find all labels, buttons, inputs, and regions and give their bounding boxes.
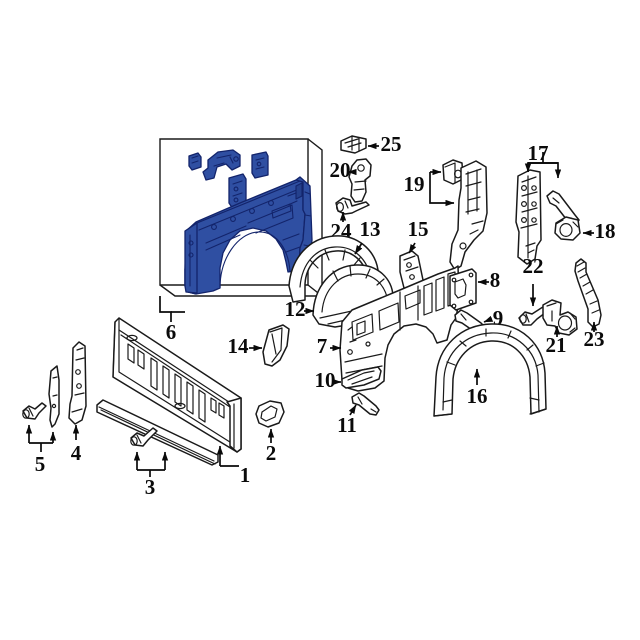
part-group-3-bed-rail-molding-clip[interactable]: 3 — [96, 399, 219, 499]
callout-label-23: 23 — [584, 327, 605, 351]
part-group-5-bed-stake-pocket-bracket[interactable]: 5 — [22, 365, 60, 476]
callout-label-6: 6 — [166, 320, 177, 344]
callout-label-4: 4 — [71, 441, 82, 465]
part-group-14-bed-corner-cap[interactable]: 14 — [228, 324, 290, 367]
callout-label-15: 15 — [408, 217, 429, 241]
part-group-6-bed-side-inner-panel-assembly[interactable]: 6 — [159, 138, 323, 344]
callout-label-13: 13 — [360, 217, 381, 241]
bracket-clip-d — [228, 173, 247, 210]
part-group-25-latch-clip[interactable]: 25 — [340, 132, 402, 156]
callout-label-12: 12 — [285, 297, 306, 321]
callout-6-leader — [159, 296, 172, 322]
part-group-10-bed-side-bracket[interactable]: 10 — [315, 366, 382, 392]
callout-13-leader — [354, 242, 363, 255]
group-6-frame-bottom — [159, 284, 322, 297]
callout-label-25: 25 — [381, 132, 402, 156]
callout-label-20: 20 — [330, 158, 351, 182]
bracket-clip-a — [188, 152, 202, 171]
part-group-19-latch-striker-assembly[interactable]: 19 — [404, 159, 488, 271]
callout-label-10: 10 — [315, 368, 336, 392]
callout-label-5: 5 — [35, 452, 46, 476]
bracket-clip-b — [202, 149, 241, 181]
part-group-16-wheelhouse-arch-extension[interactable]: 16 — [433, 323, 547, 417]
bracket-clip-c — [251, 151, 269, 179]
part-group-11-panel-screw[interactable]: 11 — [337, 392, 380, 437]
part-group-18-hinge-bushing[interactable]: 18 — [554, 216, 616, 243]
callout-label-3: 3 — [145, 475, 156, 499]
part-group-21-support-pivot-bracket[interactable]: 21 — [542, 299, 578, 357]
part-group-23-tailgate-support-cable[interactable]: 23 — [574, 258, 605, 351]
callout-label-14: 14 — [228, 334, 250, 358]
part-group-17-tailgate-hinge-support[interactable]: 17 — [515, 141, 580, 265]
callout-label-17: 17 — [528, 141, 549, 165]
part-group-8-mounting-plate[interactable]: 8 — [449, 268, 501, 311]
callout-15-leader — [408, 242, 417, 254]
callout-label-18: 18 — [595, 219, 616, 243]
callout-label-2: 2 — [266, 441, 277, 465]
part-group-4-bed-front-brace[interactable]: 4 — [68, 341, 87, 465]
callout-label-1: 1 — [240, 463, 251, 487]
callout-label-7: 7 — [317, 334, 328, 358]
part-group-1-bed-side-outer-panel[interactable]: 1 — [112, 317, 251, 487]
callout-label-16: 16 — [467, 384, 488, 408]
callout-label-9: 9 — [493, 306, 504, 330]
callout-label-21: 21 — [546, 333, 567, 357]
part-group-7-wheelhouse-inner-reinforcement[interactable]: 7 — [317, 265, 460, 392]
callout-label-8: 8 — [490, 268, 501, 292]
part-group-20-tailgate-latch[interactable]: 20 — [330, 158, 372, 203]
callout-label-19: 19 — [404, 172, 425, 196]
part-group-2-fuel-filler-grommet[interactable]: 2 — [255, 400, 285, 465]
group-6-frame-depth — [307, 138, 323, 298]
callout-label-11: 11 — [337, 413, 357, 437]
callout-label-22: 22 — [523, 254, 544, 278]
